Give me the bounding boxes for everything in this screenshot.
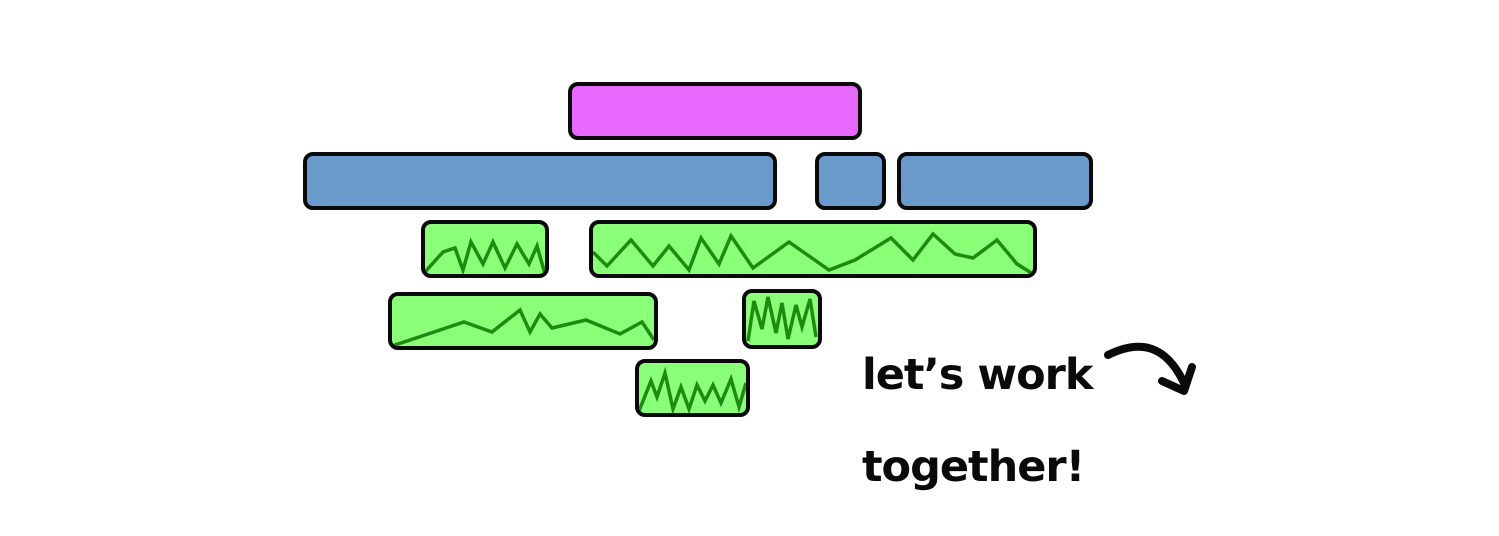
timeline-illustration: let’s work together! — [303, 82, 1196, 490]
audio-clip-3 — [388, 292, 658, 350]
waveform-icon — [392, 307, 654, 346]
magenta-bar — [568, 82, 862, 140]
curved-arrow-down-right-icon — [1104, 342, 1196, 395]
blue-bar-right — [897, 152, 1093, 210]
audio-clip-1 — [421, 220, 549, 278]
tagline-line-1: let’s work — [862, 350, 1093, 400]
waveform-icon — [639, 366, 746, 413]
waveform-icon — [746, 296, 818, 342]
waveform-icon — [593, 231, 1033, 274]
audio-clip-4 — [742, 289, 822, 349]
tagline: let’s work together! — [862, 306, 1093, 536]
tagline-line-2: together! — [862, 442, 1085, 492]
audio-clip-2 — [589, 220, 1037, 278]
audio-clip-5 — [635, 359, 750, 417]
waveform-icon — [425, 237, 545, 274]
blue-bar-long — [303, 152, 777, 210]
blue-bar-small — [815, 152, 886, 210]
